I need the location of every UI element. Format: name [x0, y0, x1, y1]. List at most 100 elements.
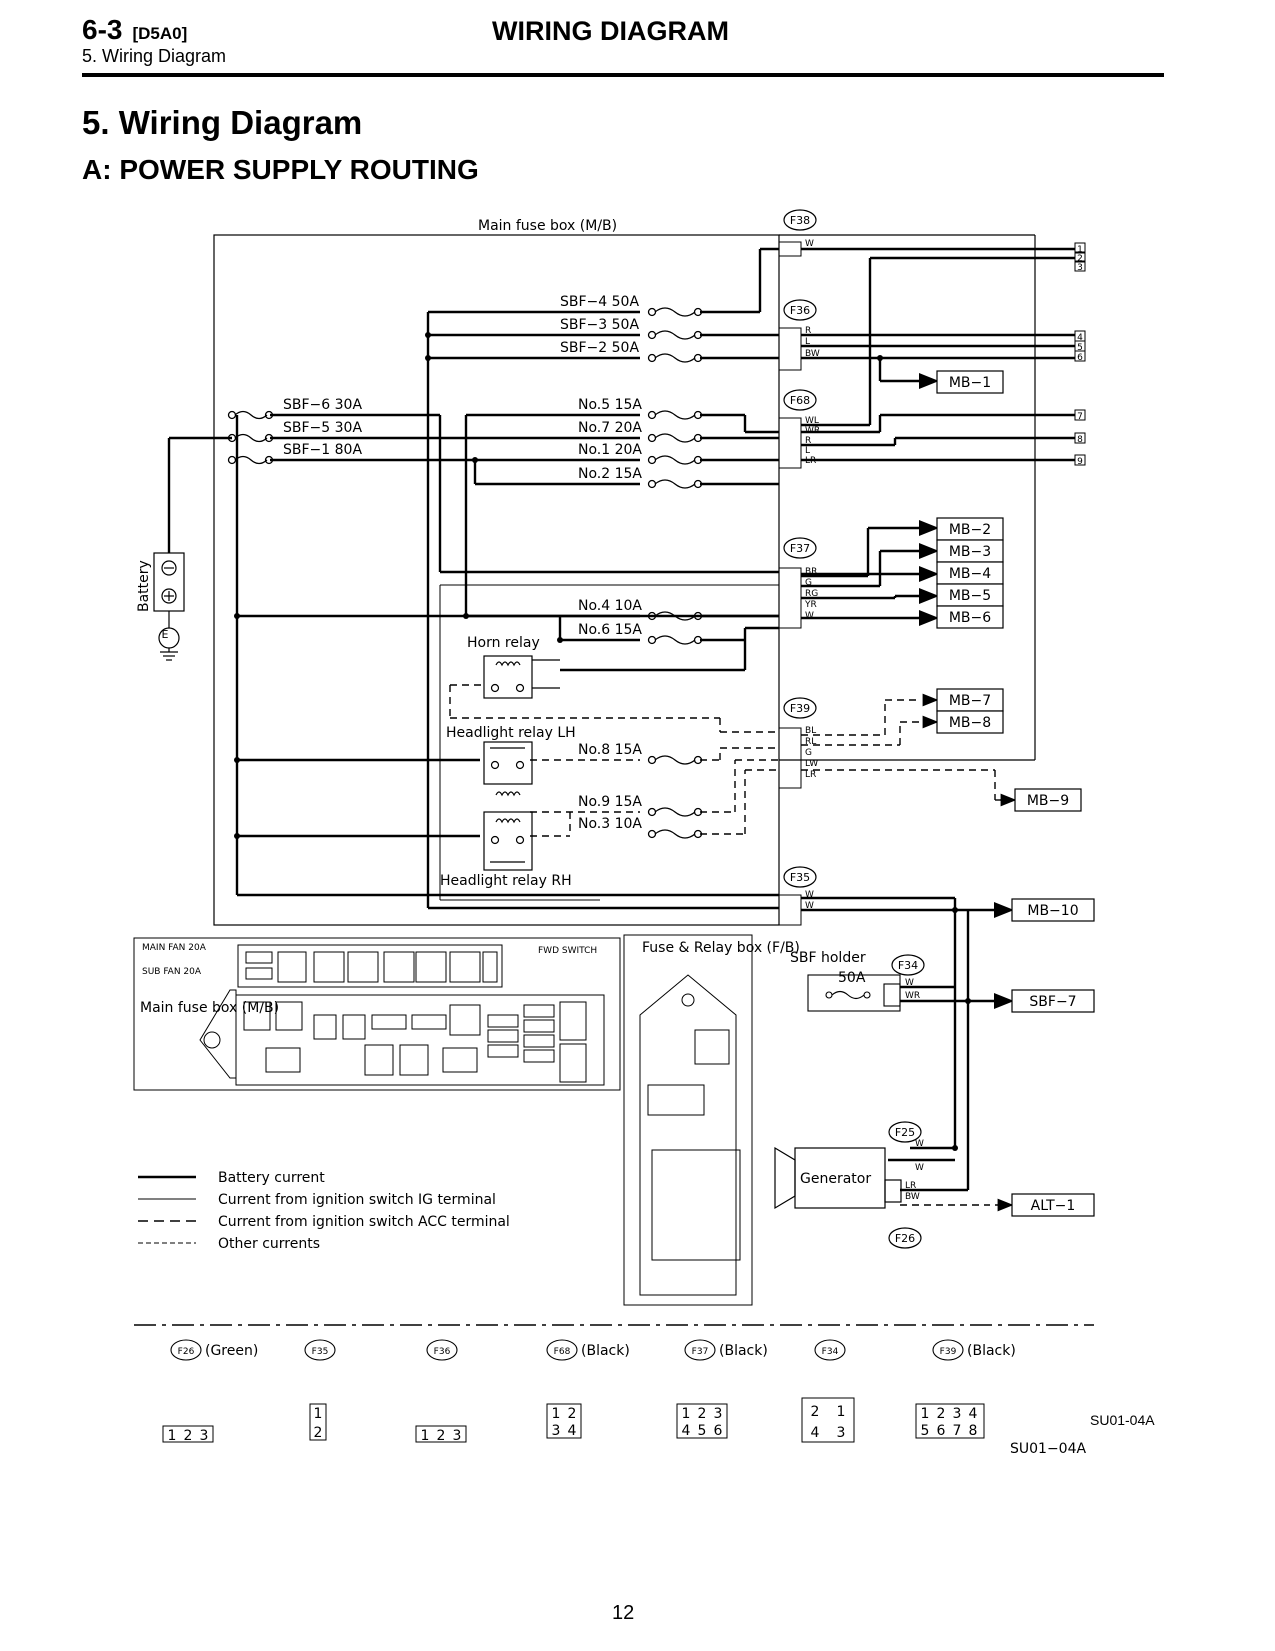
dashed-arrows: [922, 693, 1017, 1212]
f26-wire-1: BW: [905, 1192, 920, 1202]
sbf-holder-fuse-label: 50A: [838, 970, 866, 986]
f68-wire-4: LR: [805, 456, 816, 466]
fuse-no1-label: No.1 20A: [578, 442, 642, 458]
f34-wire-0: W: [905, 978, 914, 988]
terminal-2: 2: [1077, 254, 1083, 264]
connector-f37-label: F37: [790, 542, 810, 555]
main-fuse-box-label: Main fuse box (M/B): [478, 218, 617, 234]
f39-pin-1: 1: [921, 1406, 930, 1422]
section-code: [D5A0]: [132, 24, 188, 43]
output-mb1: MB−1: [949, 375, 991, 391]
mb-layout: [133, 937, 621, 1091]
f36-pin-1: 1: [421, 1428, 430, 1444]
f68-pin-2: 2: [568, 1406, 577, 1422]
f34-pin-1: 1: [837, 1404, 846, 1420]
main-fan-label: MAIN FAN 20A: [142, 943, 207, 953]
f35-pin-2: 2: [314, 1425, 323, 1441]
f68-wire-1: WR: [805, 426, 820, 436]
horn-relay-label: Horn relay: [467, 635, 540, 651]
fuse-no2-label: No.2 15A: [578, 466, 642, 482]
sbf-holder-label: SBF holder: [790, 950, 866, 966]
fuse-sbf4-label: SBF−4 50A: [560, 294, 639, 310]
terminal-5: 5: [1077, 343, 1083, 353]
f26-pin-1: 1: [168, 1428, 177, 1444]
legend-ig-current: Current from ignition switch IG terminal: [218, 1192, 496, 1208]
output-mb10: MB−10: [1027, 903, 1078, 919]
f39-wire-0: BL: [805, 726, 816, 736]
view-f37-color: (Black): [719, 1343, 768, 1359]
f38-wire-w: W: [805, 239, 814, 249]
f39-wire-2: G: [805, 748, 812, 758]
view-f35-id: F35: [312, 1347, 329, 1357]
terminal-9: 9: [1077, 457, 1083, 467]
figure-id: SU01-04A: [1090, 1412, 1155, 1428]
section-heading: A: POWER SUPPLY ROUTING: [82, 154, 479, 185]
f36-pin-2: 2: [437, 1428, 446, 1444]
fuse-sbf1-label: SBF−1 80A: [283, 442, 362, 458]
f37-wire-2: RG: [805, 589, 818, 599]
output-alt1: ALT−1: [1031, 1198, 1076, 1214]
output-sbf7: SBF−7: [1029, 994, 1076, 1010]
fuse-sbf3-label: SBF−3 50A: [560, 317, 639, 333]
connector-pin-frames: [162, 1397, 985, 1443]
f39-pin-2: 2: [937, 1406, 946, 1422]
fuse-no6-label: No.6 15A: [578, 622, 642, 638]
f36-wire-1: L: [805, 337, 810, 347]
terminal-8: 8: [1077, 435, 1083, 445]
terminal-1: 1: [1077, 245, 1083, 255]
fuse-no5-label: No.5 15A: [578, 397, 642, 413]
f68-wire-3: L: [805, 446, 810, 456]
view-f39-color: (Black): [967, 1343, 1016, 1359]
f39-pin-7: 7: [953, 1423, 962, 1439]
mb-box-name: Main fuse box (M/B): [140, 1000, 279, 1016]
f37-pin-6: 6: [714, 1423, 723, 1439]
output-boxes: [936, 370, 1095, 1217]
mb-layout-labels: MAIN FAN 20A SUB FAN 20A FWD SWITCH Main…: [140, 943, 597, 1016]
connector-f39-label: F39: [790, 702, 810, 715]
f68-pin-3: 3: [552, 1423, 561, 1439]
fuse-sbf2-label: SBF−2 50A: [560, 340, 639, 356]
f34-pin-3: 3: [837, 1425, 846, 1441]
headlight-relay-lh-label: Headlight relay LH: [446, 725, 576, 741]
f25-wire-0: W: [915, 1139, 924, 1149]
f37-wire-1: G: [805, 578, 812, 588]
sub-fan-label: SUB FAN 20A: [142, 967, 202, 977]
ig-current-wires: [439, 584, 779, 901]
ground-e-label: E: [162, 628, 169, 641]
f68-wire-2: R: [805, 436, 811, 446]
f39-pin-4: 4: [969, 1406, 978, 1422]
dashed-current-wires: [449, 684, 1000, 1206]
output-mb3: MB−3: [949, 544, 991, 560]
terminal-3: 3: [1077, 263, 1083, 273]
battery-label: Battery: [136, 560, 152, 612]
output-arrows: [919, 373, 1014, 1009]
view-f68-id: F68: [554, 1347, 571, 1357]
f37-wire-0: BR: [805, 567, 817, 577]
legend-lines: [138, 1175, 196, 1244]
output-mb4: MB−4: [949, 566, 991, 582]
connector-view-colors: (Green) (Black) (Black) (Black): [205, 1343, 1016, 1359]
legend-battery-current: Battery current: [218, 1170, 325, 1186]
f37-pin-3: 3: [714, 1406, 723, 1422]
legend-acc-current: Current from ignition switch ACC termina…: [218, 1214, 510, 1230]
wire-codes: W R L BW WL WR R L LR BR G RG YR W BL RL…: [804, 239, 924, 1202]
output-mb2: MB−2: [949, 522, 991, 538]
f34-pin-2: 2: [811, 1404, 820, 1420]
connector-f36-label: F36: [790, 304, 810, 317]
connector-f34-label: F34: [898, 959, 918, 972]
page-heading: 5. Wiring Diagram: [82, 104, 363, 141]
connector-f25-label: F25: [895, 1126, 915, 1139]
generator-label: Generator: [800, 1171, 871, 1187]
fuse-labels: SBF−4 50A SBF−3 50A SBF−2 50A SBF−6 30A …: [283, 294, 642, 832]
output-labels: MB−1 MB−2 MB−3 MB−4 MB−5 MB−6 MB−7 MB−8 …: [949, 375, 1079, 1214]
fb-box-label: Fuse & Relay box (F/B): [642, 940, 800, 956]
f35-wire-1: W: [805, 901, 814, 911]
header-title: WIRING DIAGRAM: [492, 16, 729, 46]
f26-pin-2: 2: [184, 1428, 193, 1444]
terminal-numbers: 1 2 3 4 5 6 7 8 9: [1077, 245, 1083, 467]
f39-wire-4: LR: [805, 770, 816, 780]
section-number-text: 6-3: [82, 14, 123, 45]
f35-wire-0: W: [805, 890, 814, 900]
fuse-no3-label: No.3 10A: [578, 816, 642, 832]
figure-id-lower: SU01−04A: [1010, 1441, 1086, 1457]
